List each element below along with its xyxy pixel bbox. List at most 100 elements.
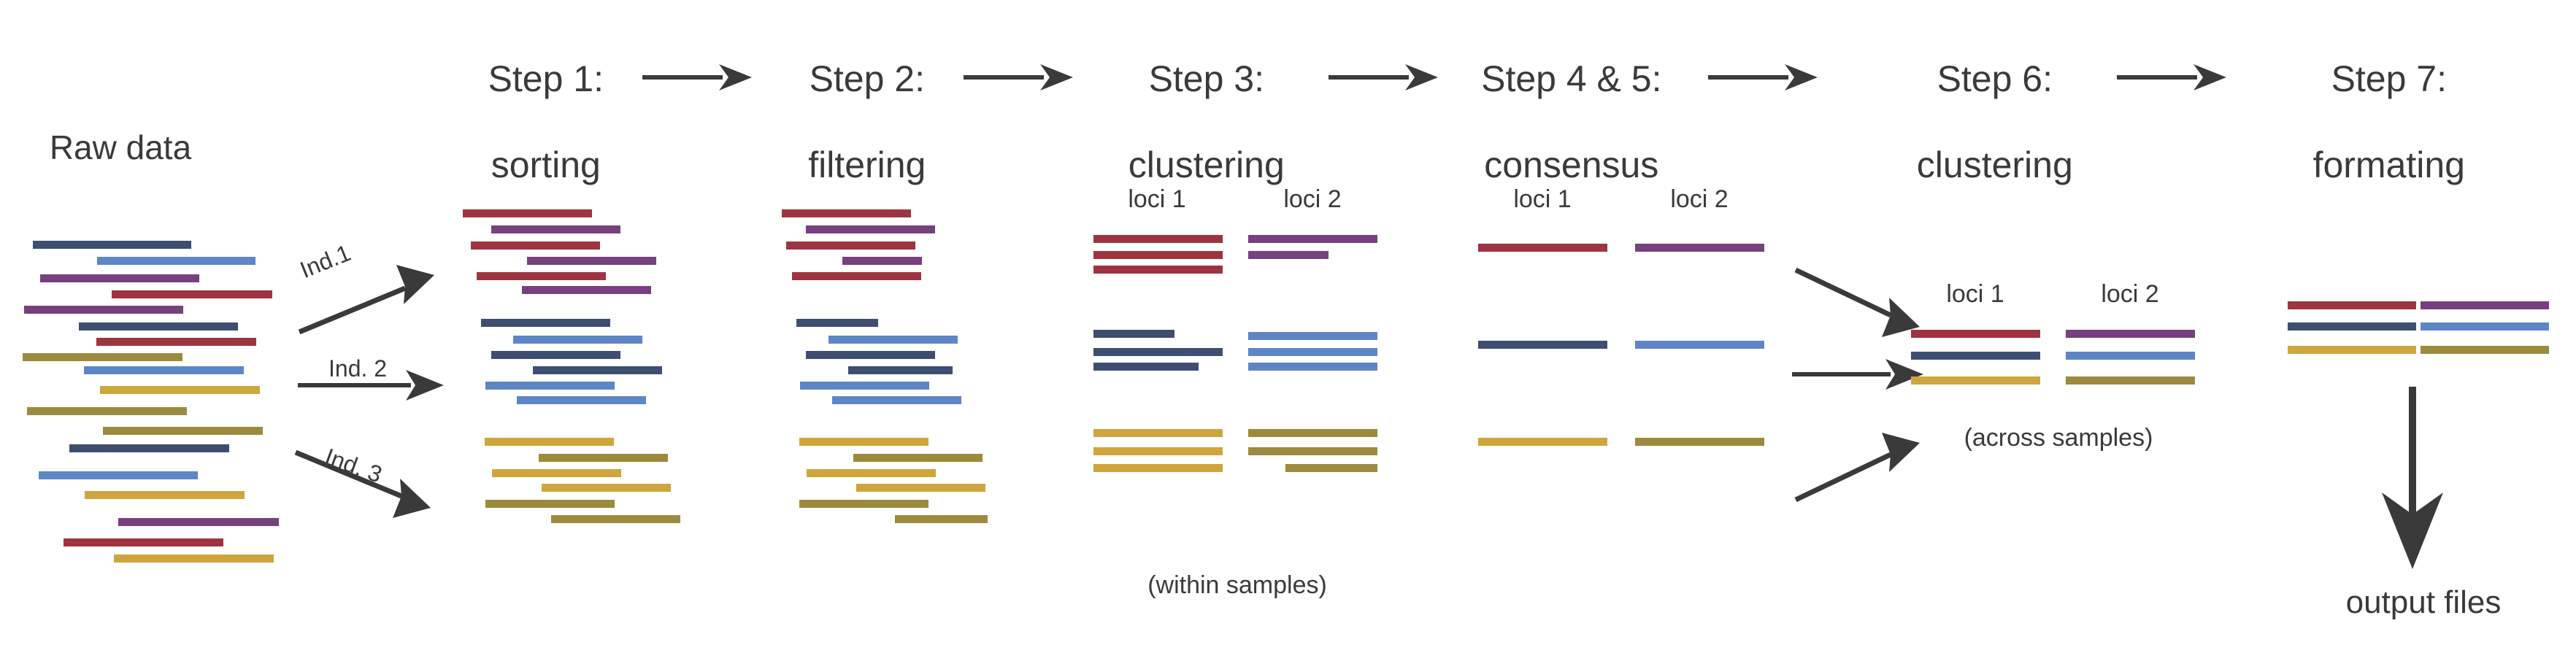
read-bar — [1093, 235, 1223, 243]
read-bar — [2421, 301, 2549, 309]
read-bar — [2288, 301, 2416, 309]
read-bar — [796, 319, 878, 327]
read-bar — [799, 438, 928, 446]
step-title-2: Step 2: filtering — [752, 15, 942, 230]
read-bar — [1248, 332, 1377, 340]
arrow-step2-to-step3 — [964, 64, 1073, 90]
arrow-ind-3 — [294, 449, 431, 518]
read-bar — [40, 274, 199, 282]
read-bar — [832, 396, 961, 404]
step-title-1: Step 1: sorting — [431, 15, 620, 230]
read-bar — [1478, 341, 1607, 349]
arrow-consensus-to-cluster-2 — [1792, 359, 1923, 390]
read-bar — [96, 338, 256, 346]
read-bar — [64, 538, 223, 546]
read-bar — [1478, 438, 1607, 446]
loci-label-step3-1: loci 1 — [1128, 185, 1186, 213]
read-bar — [118, 518, 279, 526]
read-bar — [1093, 348, 1223, 356]
read-bar — [2066, 330, 2195, 338]
step-title-6-line1: Step 6: — [1937, 58, 2053, 99]
read-bar — [527, 257, 656, 265]
read-bar — [2066, 376, 2195, 385]
step-title-6: Step 6: clustering — [1869, 15, 2080, 230]
read-bar — [1911, 352, 2040, 360]
step-title-6-line2: clustering — [1916, 144, 2073, 185]
read-bar — [1285, 464, 1377, 472]
read-bar — [1248, 348, 1377, 356]
read-bar — [1093, 266, 1223, 274]
read-bar — [481, 319, 610, 327]
read-bar — [856, 484, 985, 492]
read-bar — [848, 366, 953, 374]
read-bar — [492, 469, 621, 477]
read-bar — [1478, 244, 1607, 252]
arrow-step3-to-step45 — [1329, 64, 1438, 90]
read-bar — [39, 471, 198, 479]
read-bar — [463, 209, 592, 217]
step-title-1-line2: sorting — [491, 144, 601, 185]
read-bar — [97, 257, 255, 265]
read-bar — [1093, 363, 1199, 371]
read-bar — [1635, 438, 1764, 446]
read-bar — [84, 366, 244, 374]
read-bar — [114, 555, 274, 563]
step-title-1-line1: Step 1: — [488, 58, 604, 99]
read-bar — [1911, 376, 2040, 385]
read-bar — [2288, 346, 2416, 354]
read-bar — [828, 336, 958, 344]
step-title-45-line1: Step 4 & 5: — [1481, 58, 1662, 99]
read-bar — [79, 322, 238, 331]
read-bar — [513, 336, 642, 344]
read-bar — [2288, 322, 2416, 331]
read-bar — [782, 209, 911, 217]
output-files-label: output files — [2345, 584, 2502, 620]
read-bar — [517, 396, 646, 404]
read-bar — [112, 290, 272, 298]
read-bar — [1248, 251, 1329, 259]
arrow-consensus-to-cluster-1 — [1794, 267, 1920, 337]
ind-label-2: Ind. 2 — [328, 355, 388, 382]
read-bar — [1248, 363, 1377, 371]
read-bar — [33, 241, 191, 249]
arrow-step45-to-step6 — [1708, 64, 1818, 90]
read-bar — [471, 242, 600, 250]
read-bar — [533, 366, 662, 374]
arrow-to-output-files — [2382, 387, 2443, 569]
read-bar — [1248, 447, 1377, 455]
read-bar — [551, 515, 680, 523]
arrow-step1-to-step2 — [642, 64, 752, 90]
arrow-ind-1 — [298, 265, 434, 335]
read-bar — [23, 353, 182, 361]
arrow-consensus-to-cluster-3 — [1794, 433, 1920, 503]
read-bar — [2421, 322, 2549, 331]
read-bar — [1248, 429, 1377, 437]
read-bar — [1248, 235, 1377, 243]
read-bar — [2421, 346, 2549, 354]
arrow-ind-2 — [298, 370, 444, 401]
read-bar — [103, 427, 263, 435]
read-bar — [522, 286, 651, 294]
step-title-3-line1: Step 3: — [1148, 58, 1265, 99]
read-bar — [491, 225, 620, 233]
arrow-step6-to-step7 — [2117, 64, 2226, 90]
read-bar — [2066, 352, 2195, 360]
read-bar — [477, 272, 606, 280]
read-bar — [27, 407, 187, 415]
read-bar — [542, 484, 671, 492]
read-bar — [806, 351, 935, 359]
step-title-3-line2: clustering — [1128, 144, 1285, 185]
read-bar — [485, 438, 614, 446]
read-bar — [1635, 341, 1764, 349]
note-across-samples: (across samples) — [1964, 424, 2153, 452]
read-bar — [1093, 330, 1174, 338]
step-title-2-line1: Step 2: — [809, 58, 926, 99]
loci-label-step6-1: loci 1 — [1946, 280, 2004, 308]
read-bar — [69, 444, 229, 452]
step-title-7-line2: formating — [2312, 144, 2465, 185]
loci-label-step45-2: loci 2 — [1670, 185, 1729, 213]
read-bar — [842, 257, 922, 265]
read-bar — [799, 500, 928, 508]
read-bar — [1093, 464, 1223, 472]
